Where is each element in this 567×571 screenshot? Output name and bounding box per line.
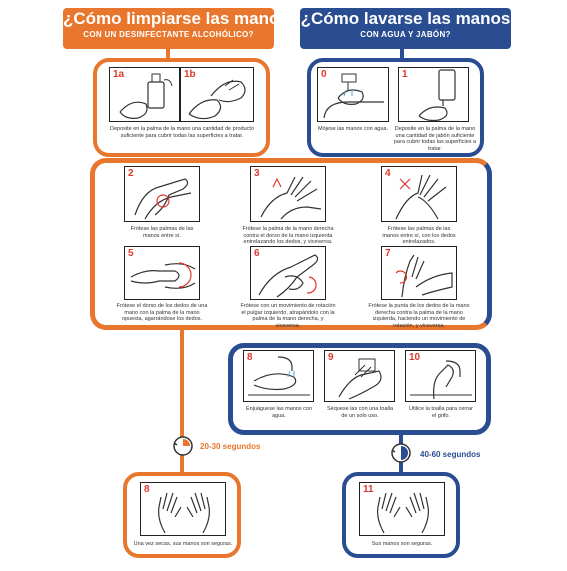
alcohol-rub-title: ¿Cómo limpiarse las manos — [63, 9, 289, 28]
step-11-caption: Sus manos son seguras. — [371, 541, 433, 547]
step-4-image: 4 — [381, 166, 457, 222]
step-0-caption: Mójese las manos con agua. — [317, 126, 388, 132]
step-0-number: 0 — [321, 69, 327, 80]
step-6-image: 6 — [250, 246, 326, 300]
step-1b-image: 1b — [180, 67, 254, 122]
step-1-number: 1 — [402, 69, 408, 80]
step-5-image: 5 — [124, 246, 200, 300]
alcohol-rub-header: ¿Cómo limpiarse las manos CON UN DESINFE… — [63, 8, 289, 49]
step-1-alcohol-caption: Deposite en la palma de la mano una cant… — [109, 126, 254, 139]
step-7-image: 7 — [381, 246, 457, 300]
step-1-image: 1 — [398, 67, 469, 122]
left-timer-icon — [173, 436, 193, 456]
left-flow-line — [180, 330, 184, 472]
left-timer-label: 20-30 segundos — [200, 442, 261, 451]
step-2-caption: Frótese las palmas de las manos entre sí… — [130, 226, 194, 239]
step-4-caption: Frótese las palmas de las manos entre sí… — [382, 226, 456, 245]
step-2-image: 2 — [124, 166, 200, 222]
handwash-title: ¿Cómo lavarse las manos — [300, 9, 511, 28]
step-3-caption: Frótese la palma de la mano derecha cont… — [242, 226, 334, 245]
shared-steps-frame — [90, 158, 492, 330]
step-5-number: 5 — [128, 248, 134, 259]
step-4-number: 4 — [385, 168, 391, 179]
step-6-number: 6 — [254, 248, 260, 259]
step-2-number: 2 — [128, 168, 134, 179]
step-8-rinse-number: 8 — [247, 352, 253, 363]
rinse-dry-frame — [228, 343, 491, 435]
step-8-rinse-caption: Enjuáguese las manos con agua. — [245, 406, 313, 419]
step-3-number: 3 — [254, 168, 260, 179]
right-timer-label: 40-60 segundos — [420, 450, 481, 459]
step-1a-image: 1a — [109, 67, 180, 122]
right-timer-icon — [391, 443, 411, 463]
step-9-number: 9 — [328, 352, 334, 363]
step-11-image: 11 — [359, 482, 445, 536]
handwash-subtitle: CON AGUA Y JABÓN? — [360, 30, 451, 39]
left-connector-top — [166, 49, 170, 60]
step-3-image: 3 — [250, 166, 326, 222]
water-step0-1-frame — [307, 58, 484, 157]
alcohol-step1-frame — [93, 58, 270, 157]
step-10-image: 10 — [405, 350, 476, 402]
step-11-number: 11 — [363, 484, 374, 495]
step-10-caption: Utilice la toalla para cerrar el grifo. — [409, 406, 473, 419]
right-connector-top — [400, 49, 404, 60]
step-9-image: 9 — [324, 350, 395, 402]
handwash-header: ¿Cómo lavarse las manos CON AGUA Y JABÓN… — [300, 8, 511, 49]
step-1-water-caption: Deposite en la palma de la mano una cant… — [393, 126, 477, 152]
step-7-caption: Frótese la punta de los dedos de la mano… — [368, 303, 470, 329]
step-6-caption: Frótese con un movimiento de rotación el… — [240, 303, 336, 329]
step-7-number: 7 — [385, 248, 391, 259]
alcohol-rub-subtitle: CON UN DESINFECTANTE ALCOHÓLICO? — [83, 30, 254, 39]
step-10-number: 10 — [409, 352, 421, 363]
step-1b-number: 1b — [184, 69, 196, 80]
water-final-frame — [342, 472, 460, 558]
step-8-final-image: 8 — [140, 482, 226, 536]
step-9-caption: Séquese las con una toalla de un solo us… — [326, 406, 394, 419]
step-8-rinse-image: 8 — [243, 350, 314, 402]
step-8-final-caption: Una vez secas, sus manos son seguras. — [133, 541, 233, 547]
alcohol-final-frame — [123, 472, 241, 558]
step-0-image: 0 — [317, 67, 389, 122]
step-5-caption: Frótese el dorso de los dedos de una man… — [116, 303, 208, 322]
step-8-final-number: 8 — [144, 484, 150, 495]
step-1a-number: 1a — [113, 69, 125, 80]
